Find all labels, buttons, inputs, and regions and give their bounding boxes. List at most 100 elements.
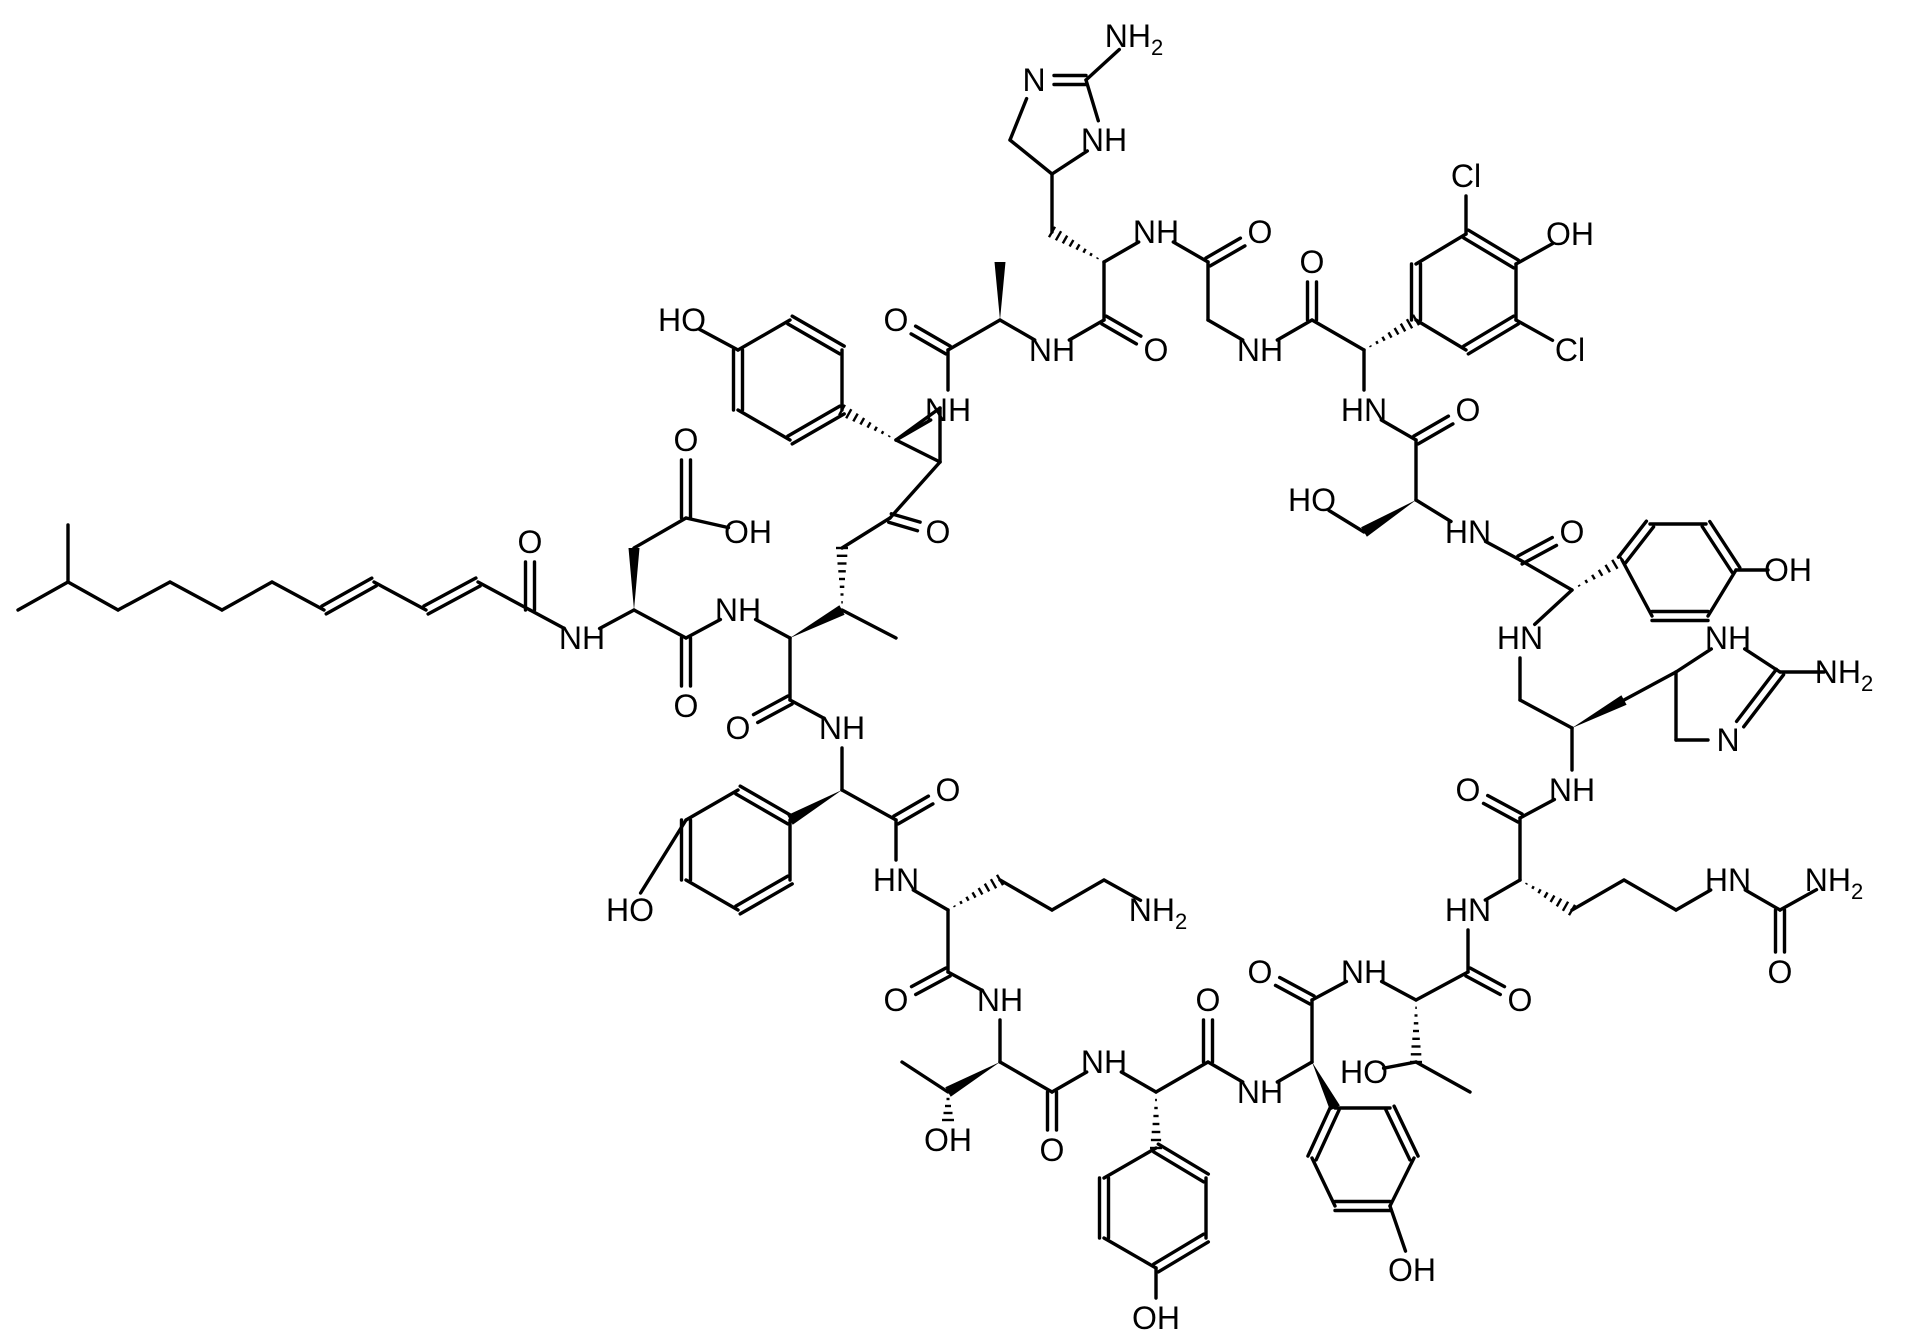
atom-symbol: HN [1445, 892, 1491, 928]
hash-bond-segment [959, 900, 963, 905]
single-bond [1743, 888, 1782, 912]
single-bond [1084, 47, 1122, 82]
single-bond [1706, 568, 1738, 618]
wedge-bond [945, 1062, 1000, 1097]
double-bond-line [1616, 519, 1649, 559]
hash-bond-segment [977, 887, 984, 896]
atom-label: NH [1029, 332, 1075, 368]
single-bond [1050, 878, 1106, 912]
double-bond-line [756, 702, 794, 725]
single-bond [1414, 1060, 1472, 1094]
atom-label: HN [873, 862, 919, 898]
wedge-bond [994, 262, 1006, 320]
double-bond-line [1700, 524, 1734, 575]
single-bond [840, 516, 892, 550]
atom-symbol: O [1456, 392, 1481, 428]
single-bond [788, 698, 827, 721]
atom-symbol: O [1144, 332, 1169, 368]
single-bond [1414, 318, 1468, 352]
double-bond-line [1416, 422, 1455, 446]
atom-label: O [1196, 982, 1221, 1018]
double-bond-line [1314, 1108, 1341, 1162]
double-bond-line [892, 794, 931, 818]
double-bond-line [1156, 1240, 1211, 1274]
atom-symbol: NH [1705, 620, 1751, 656]
double-bond-line [896, 802, 935, 826]
single-bond [1388, 1204, 1408, 1253]
double-bond-line [913, 324, 952, 348]
single-bond [684, 788, 740, 822]
hash-bond-segment [1375, 340, 1379, 345]
atom-label: NH [977, 982, 1023, 1018]
atom-symbol: O [1300, 244, 1325, 280]
single-bond [632, 516, 688, 550]
hash-bond-segment [880, 430, 885, 435]
single-bond [1084, 78, 1101, 123]
atom-label: O [884, 982, 909, 1018]
single-bond [1310, 979, 1349, 1002]
single-bond [1622, 670, 1678, 702]
hash-bond-segment [1061, 235, 1069, 244]
single-bond [1414, 970, 1470, 1002]
single-bond [1154, 1060, 1210, 1094]
atom-symbol: OH [1132, 1300, 1180, 1334]
atom-symbol: HN [1705, 862, 1751, 898]
atom-label: NH2 [1815, 654, 1873, 696]
single-bond [684, 878, 740, 912]
wedge-bond [1572, 695, 1627, 728]
atom-label: O [936, 772, 961, 808]
atom-symbol: O [674, 422, 699, 458]
atom-label: O [926, 514, 951, 550]
atom-symbol: NH [819, 710, 865, 746]
single-bond [66, 580, 120, 612]
atom-label: HO [1340, 1054, 1388, 1090]
single-bond [1381, 1060, 1418, 1070]
hash-bond-segment [1577, 584, 1581, 588]
double-bond-line [786, 404, 842, 438]
single-bond [1050, 149, 1090, 176]
double-bond-line [790, 412, 846, 446]
double-bond-line [324, 584, 378, 616]
double-bond-line [1156, 1142, 1211, 1176]
atom-symbol: NH [925, 392, 971, 428]
single-bond [911, 888, 950, 912]
atom-symbol: O [1456, 772, 1481, 808]
single-bond [998, 318, 1037, 342]
hash-bond-segment [953, 904, 956, 908]
atom-symbol: NH2 [1815, 654, 1873, 696]
atom-label: O [1300, 244, 1325, 280]
atom-label: O [1144, 332, 1169, 368]
atom-symbol: O [884, 982, 909, 1018]
hash-bond-segment [1089, 252, 1093, 257]
single-bond [1483, 539, 1522, 562]
atom-label: O [1456, 392, 1481, 428]
single-bond [1622, 878, 1678, 912]
single-bond [1206, 1060, 1245, 1084]
single-bond [684, 617, 723, 640]
atom-label: O [1248, 954, 1273, 990]
single-bond [1102, 240, 1141, 264]
double-bond-line [1466, 228, 1521, 262]
atom-label: OH [1388, 1252, 1436, 1288]
double-bond-line [1151, 1232, 1206, 1266]
single-bond [1327, 508, 1366, 534]
wedge-bond [787, 790, 842, 825]
atom-label: OH [1546, 216, 1594, 252]
hash-bond-segment [1387, 331, 1393, 339]
single-bond [1778, 888, 1819, 912]
single-bond [1379, 418, 1418, 442]
atom-symbol: OH [1764, 552, 1812, 588]
atom-label: NH [559, 620, 605, 656]
single-bond [1119, 1070, 1158, 1094]
double-bond-line [1520, 543, 1559, 566]
single-bond [894, 418, 933, 442]
single-bond [16, 580, 70, 612]
atom-label: O [884, 302, 909, 338]
double-bond-line [738, 784, 794, 818]
double-bond-line [1151, 1150, 1206, 1184]
double-bond-line [1273, 983, 1312, 1006]
single-bond [168, 580, 224, 612]
atom-label: N [1716, 722, 1739, 758]
